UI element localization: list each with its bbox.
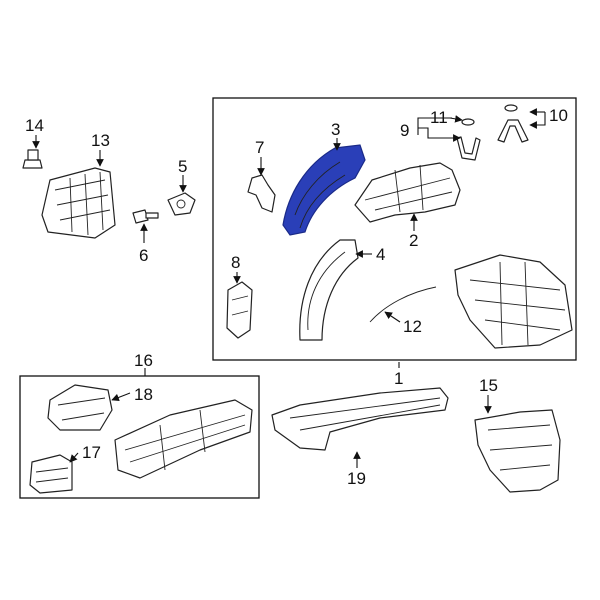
callout-17: 17 — [82, 443, 101, 462]
callout-9: 9 — [400, 121, 409, 140]
part-17-bracket[interactable] — [29, 454, 73, 494]
part-15-wheelhouse-outer[interactable] — [474, 409, 561, 493]
callout-6: 6 — [139, 246, 148, 265]
callout-16: 16 — [134, 351, 153, 370]
callout-19: 19 — [347, 469, 366, 488]
callout-10: 10 — [549, 106, 568, 125]
part-5-bolt[interactable] — [167, 192, 196, 216]
part-11-clip[interactable] — [461, 118, 475, 126]
part-4-wheelhouse-inner[interactable] — [299, 239, 359, 341]
part-13-bracket[interactable] — [41, 167, 116, 239]
part-9-u-bracket[interactable] — [456, 136, 481, 161]
callout-11: 11 — [430, 108, 448, 127]
callout-5: 5 — [178, 157, 187, 176]
rear-body-panel[interactable] — [454, 254, 573, 349]
callout-18: 18 — [134, 385, 153, 404]
callout-14: 14 — [25, 116, 44, 135]
leader-lines — [32, 108, 546, 468]
callout-15: 15 — [479, 376, 498, 395]
side-rail-assembly[interactable] — [114, 399, 253, 479]
assembly-frame-1 — [212, 97, 577, 361]
callout-labels: 14 13 5 6 7 3 2 9 11 10 8 4 12 1 16 18 1… — [25, 106, 568, 488]
callout-12: 12 — [403, 317, 422, 336]
part-6-bolt[interactable] — [132, 209, 159, 224]
part-8-bracket[interactable] — [226, 281, 253, 339]
part-10-clamp[interactable] — [497, 104, 529, 143]
part-2-inner-panel[interactable] — [354, 162, 461, 223]
callout-7: 7 — [255, 138, 264, 157]
part-14-clip[interactable] — [22, 149, 43, 169]
callout-1: 1 — [394, 369, 403, 388]
callout-13: 13 — [91, 131, 110, 150]
part-19-long-rail[interactable] — [271, 387, 449, 451]
part-7-bracket[interactable] — [247, 174, 276, 213]
part-12-seal-strip[interactable] — [369, 286, 437, 323]
part-18-bracket[interactable] — [47, 384, 113, 431]
callout-8: 8 — [231, 253, 240, 272]
callout-3: 3 — [331, 120, 340, 139]
callout-2: 2 — [409, 231, 418, 250]
callout-4: 4 — [376, 245, 385, 264]
part-3-arch-reinforcement[interactable] — [282, 144, 366, 236]
assembly-frame-16 — [19, 375, 260, 499]
